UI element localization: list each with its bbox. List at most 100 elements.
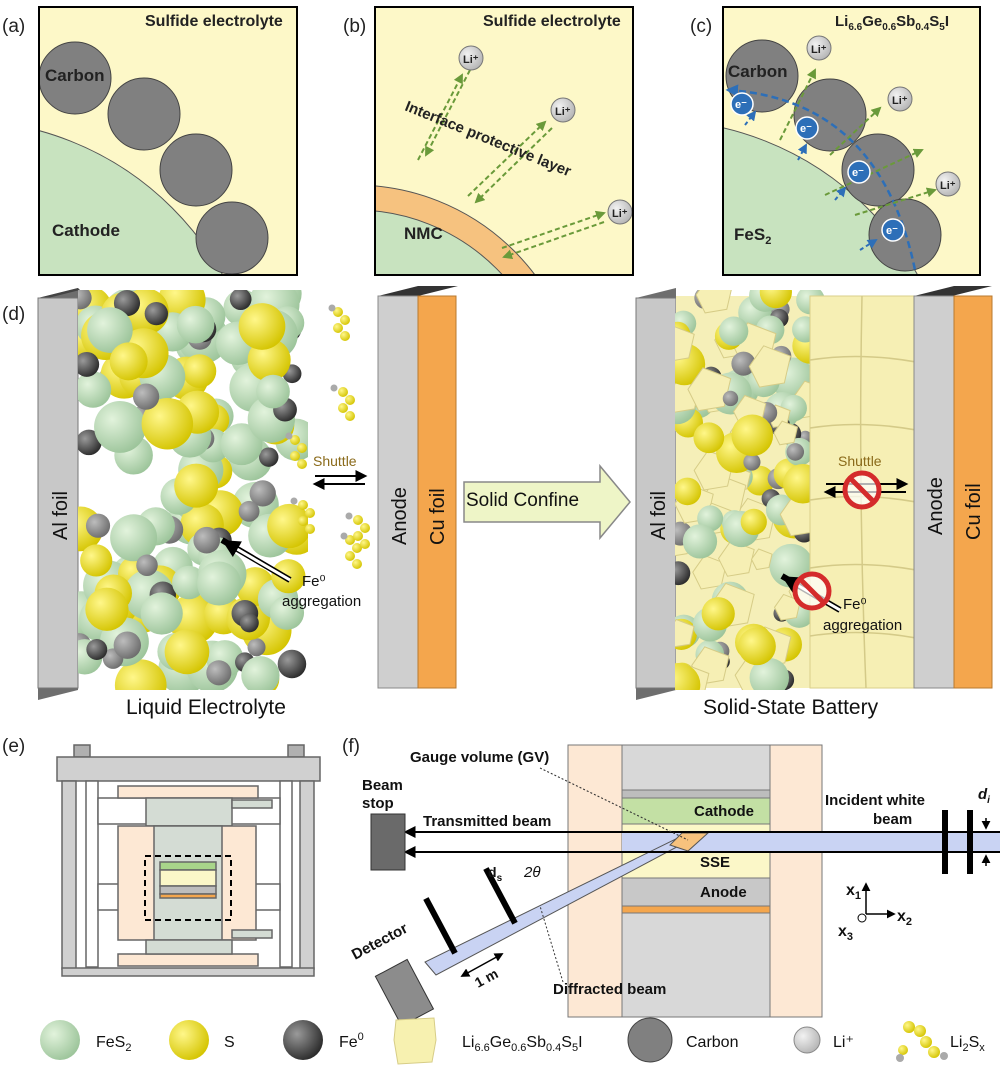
li-end [291, 498, 298, 505]
axes-icon: x1 x2 x3 [838, 882, 912, 943]
s-particle [165, 630, 210, 675]
anode-label: Anode [925, 477, 947, 535]
svg-text:x1: x1 [846, 882, 861, 902]
carbon-particle [196, 202, 268, 274]
fe-particle [240, 613, 259, 632]
svg-text:x3: x3 [838, 923, 853, 943]
legend: FeS2 S Fe0 Li6.6Ge0.6Sb0.4S5I Carbon Li⁺… [40, 1018, 985, 1064]
li2sx-legend-icon [896, 1021, 948, 1062]
sse-label: SSE [700, 854, 730, 871]
polysulfide-bead [353, 515, 363, 525]
svg-text:e⁻: e⁻ [800, 123, 812, 135]
s-legend-label: S [224, 1034, 235, 1051]
incident-label: beam [873, 811, 912, 828]
fe-particle [278, 650, 307, 679]
svg-text:e⁻: e⁻ [852, 167, 864, 179]
polysulfide-bead [297, 459, 307, 469]
polysulfide-bead [333, 323, 343, 333]
panel-f: (f) Cathode SSE Anode di Incident white … [342, 736, 1000, 1026]
panel-f-tag: (f) [342, 736, 360, 757]
li-ion-label: Li⁺ [892, 95, 908, 107]
fe-legend-label: Fe0 [339, 1031, 364, 1051]
carbon-particle [794, 79, 866, 151]
s-particle [738, 627, 776, 665]
carbon-label: Carbon [45, 66, 105, 85]
incident-label: Incident white [825, 792, 925, 809]
s-particle [702, 597, 735, 630]
li-ion-label: Li⁺ [555, 106, 571, 118]
solid-battery: Al foil Shuttle [636, 276, 992, 719]
gv-label: Gauge volume (GV) [410, 749, 549, 766]
lgps-legend-label: Li6.6Ge0.6Sb0.4S5I [462, 1034, 583, 1054]
al-foil-label: Al foil [648, 491, 670, 540]
s-particle [693, 422, 724, 453]
nmc-label: NMC [404, 224, 443, 243]
li-end [341, 533, 348, 540]
svg-text:e⁻: e⁻ [886, 225, 898, 237]
s-particle [85, 588, 128, 631]
s-particle [731, 414, 773, 456]
fes2-particle [177, 306, 215, 344]
li-end [331, 385, 338, 392]
electrolyte-label: Sulfide electrolyte [145, 13, 283, 30]
svg-text:x2: x2 [897, 908, 912, 928]
polysulfide-bead [340, 315, 350, 325]
s-particle [760, 276, 792, 308]
transmitted-label: Transmitted beam [423, 813, 551, 830]
fes2-particle [94, 401, 146, 453]
li2sx-legend-label: Li2Sx [950, 1034, 985, 1054]
panel-c-tag: (c) [690, 16, 712, 37]
panel-d: (d) Al foil Fe⁰ aggregation Shuttle Anod… [2, 272, 992, 719]
polysulfide-bead [340, 331, 350, 341]
panel-e: (e) [2, 736, 320, 976]
carbon-particle [787, 443, 805, 461]
li-legend-label: Li⁺ [833, 1034, 854, 1051]
fe-particle [259, 447, 278, 466]
polysulfide-bead [360, 539, 370, 549]
polysulfide-bead [305, 524, 315, 534]
fes2-particle [110, 514, 157, 561]
carbon-label: Carbon [728, 62, 788, 81]
anode-label: Anode [389, 487, 411, 545]
carbon-particle [108, 78, 180, 150]
diffracted-label: Diffracted beam [553, 981, 666, 998]
liquid-electrolyte-title: Liquid Electrolyte [126, 696, 286, 719]
polysulfide-bead [345, 551, 355, 561]
cathode-particles [58, 272, 319, 711]
polysulfide-bead [360, 523, 370, 533]
polysulfide-bead [290, 451, 300, 461]
beam-stop-label: Beam [362, 777, 403, 794]
polysulfide-bead [345, 395, 355, 405]
li-ion-label: Li⁺ [940, 180, 956, 192]
s-particle [110, 342, 148, 380]
lgps-legend-icon [394, 1018, 436, 1064]
fe-aggregation-label: Fe⁰ [302, 573, 326, 590]
blocked-icon [795, 574, 829, 608]
liquid-battery: Al foil Fe⁰ aggregation Shuttle Anode Cu… [38, 272, 458, 719]
polysulfide-bead [338, 387, 348, 397]
s-particle [239, 303, 286, 350]
svg-text:e⁻: e⁻ [735, 99, 747, 111]
panel-e-tag: (e) [2, 736, 25, 757]
polysulfide-bead [353, 531, 363, 541]
carbon-particle [206, 660, 231, 685]
cu-foil-label: Cu foil [427, 488, 449, 545]
fes2-legend-label: FeS2 [96, 1034, 131, 1054]
electron: e⁻ [731, 93, 753, 115]
li-end [329, 305, 336, 312]
panel-d-tag: (d) [2, 304, 25, 325]
solid-state-title: Solid-State Battery [703, 696, 879, 719]
carbon-particle [86, 514, 110, 538]
solid-confine-label: Solid Confine [466, 490, 579, 511]
fe-aggregation-label: Fe⁰ [843, 596, 867, 613]
shuttle-label: Shuttle [838, 453, 882, 469]
li-ion-label: Li⁺ [463, 54, 479, 66]
li-end [286, 433, 293, 440]
li-ion-label: Li⁺ [612, 208, 628, 220]
solid-confine-arrow: Solid Confine [464, 466, 630, 538]
fes2-particle [75, 371, 111, 407]
carbon-legend-icon [628, 1018, 672, 1062]
s-legend-icon [169, 1020, 209, 1060]
carbon-legend-label: Carbon [686, 1034, 738, 1051]
